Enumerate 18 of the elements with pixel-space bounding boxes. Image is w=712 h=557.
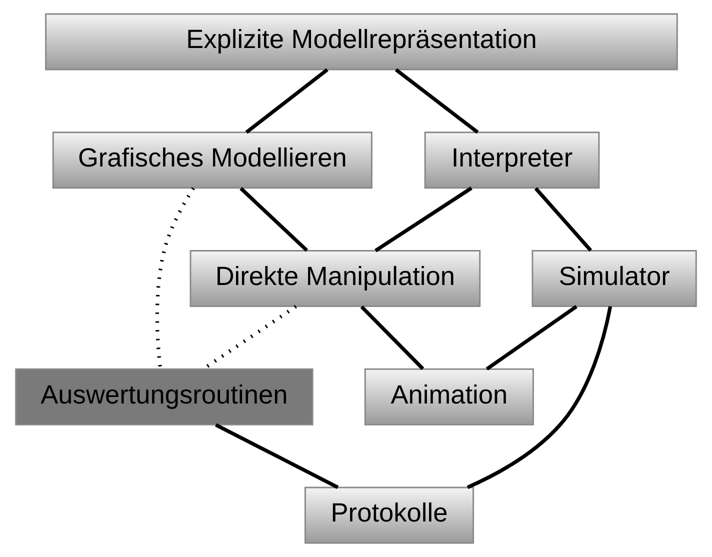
node-box: Direkte Manipulation	[190, 250, 481, 307]
connector	[240, 187, 308, 252]
connector	[245, 68, 328, 134]
node-box: Simulator	[532, 250, 697, 307]
connector	[534, 187, 592, 252]
node-box: Auswertungsroutinen	[15, 368, 314, 426]
connector	[360, 305, 424, 370]
node-box: Explizite Modellrepräsentation	[45, 13, 678, 70]
connector	[214, 423, 339, 490]
connector	[155, 187, 195, 369]
node-box: Grafisches Modellieren	[52, 132, 372, 189]
connector	[466, 306, 612, 490]
connector	[394, 68, 479, 134]
connector	[374, 186, 472, 252]
node-box: Protokolle	[304, 486, 474, 544]
connector	[486, 304, 578, 371]
node-box: Interpreter	[424, 132, 600, 189]
node-box: Animation	[364, 368, 534, 426]
